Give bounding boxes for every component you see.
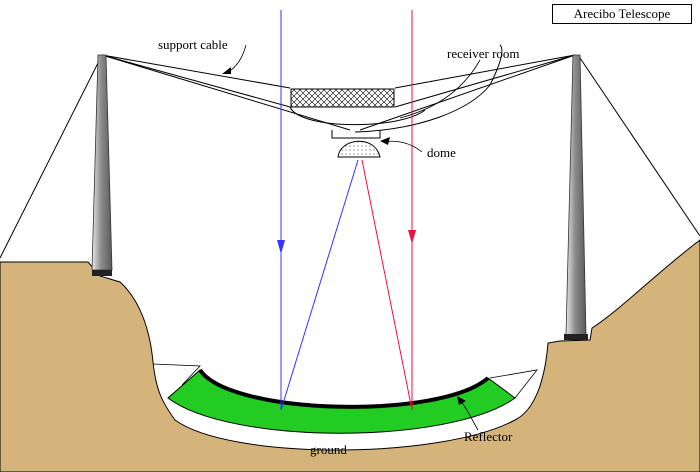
- dome-arrowhead: [380, 137, 390, 145]
- support-cables: [0, 54, 700, 259]
- blue-ray-arrow: [277, 240, 285, 254]
- left-ledge: [152, 363, 201, 386]
- dome-label: dome: [427, 145, 456, 160]
- right-tower: [564, 54, 588, 340]
- reflector-label: Reflector: [464, 429, 513, 444]
- platform-bowl: [289, 106, 426, 126]
- reflector-surface: [198, 368, 490, 409]
- right-ledge: [489, 369, 538, 399]
- ground-label: ground: [310, 442, 347, 457]
- blue-ray: [280, 10, 359, 411]
- left-tower: [91, 54, 113, 276]
- support-cable-arrowhead: [222, 67, 231, 74]
- dome-leader: [384, 140, 423, 153]
- diagram-title: Arecibo Telescope: [552, 4, 692, 24]
- reflector-arrowhead: [457, 396, 466, 405]
- platform-outer-curve: [354, 44, 503, 133]
- red-ray: [361, 10, 413, 411]
- support-cable-label: support cable: [158, 37, 228, 52]
- red-ray-arrow: [408, 230, 416, 244]
- ground-terrain: [0, 239, 700, 472]
- dome: [337, 140, 381, 158]
- receiver-room-box: [290, 88, 395, 108]
- receiver-room-leader: [399, 59, 481, 119]
- dome-mount: [331, 130, 381, 139]
- receiver-room-label: receiver room: [447, 46, 520, 61]
